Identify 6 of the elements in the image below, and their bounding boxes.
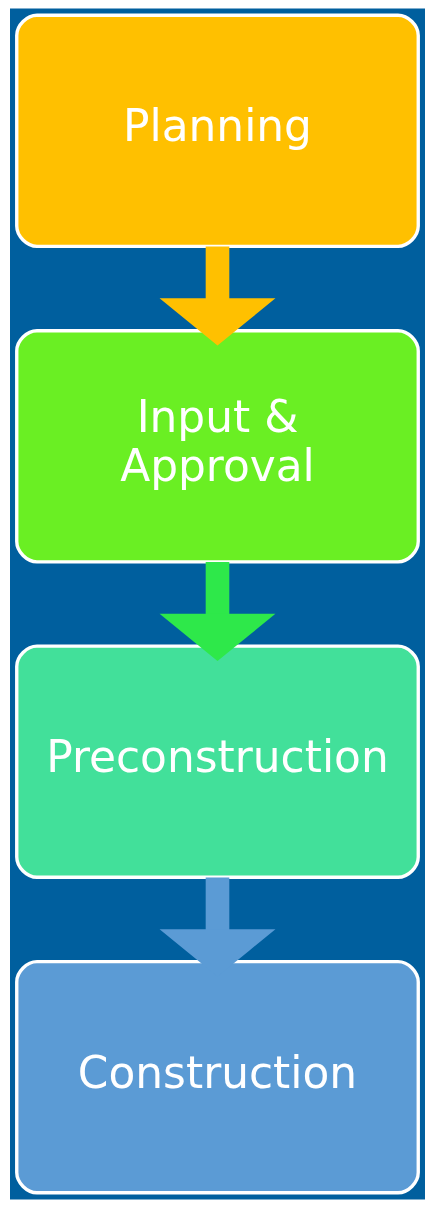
node-box: Planning: [14, 13, 420, 249]
arrow: [159, 246, 275, 346]
node-box: Input & Approval: [14, 329, 420, 564]
node-box: Preconstruction: [14, 644, 420, 879]
arrow: [159, 561, 275, 662]
node-box: Construction: [14, 959, 420, 1195]
